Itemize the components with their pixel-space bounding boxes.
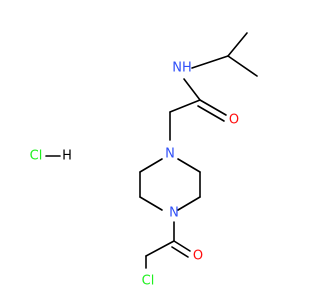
bond-ring-left-upper-to-n1 [139,158,163,173]
bond-carbonyl-to-methylene [169,99,201,113]
chemical-structure-diagram: NH O N N O Cl Cl H [30,32,258,289]
atom-label-salt-hydrogen: H [62,149,72,164]
bond-acyl-carbonyl-double-b [171,246,189,258]
bond-ring-right-lower-to-n4 [177,196,201,211]
bond-isopropyl-ch-to-nh [191,55,229,69]
atom-label-acyl-oxygen: O [193,249,203,264]
atom-label-salt-chlorine: Cl [30,149,43,164]
bond-nh-to-carbonyl-carbon [183,78,201,101]
bond-ring-n4-to-left-lower [139,196,163,211]
bond-ring-n1-to-right-upper [177,158,201,173]
bond-amide-carbonyl-double-b [197,105,225,122]
bond-acyl-carbon-to-ch2 [145,240,175,257]
atom-label-amide-oxygen: O [229,113,239,128]
bond-acyl-carbonyl-double-a [173,240,191,252]
bond-isopropyl-ch-to-methyl-top [227,32,248,57]
atom-label-piperazine-n4: N [169,206,179,221]
atom-label-piperazine-n1: N [165,147,175,162]
atom-label-amide-nh: NH [172,61,192,76]
atom-label-alkyl-chlorine: Cl [142,274,155,289]
bond-amide-carbonyl-double-a [199,99,227,116]
bond-isopropyl-ch-to-methyl-right [227,55,258,77]
